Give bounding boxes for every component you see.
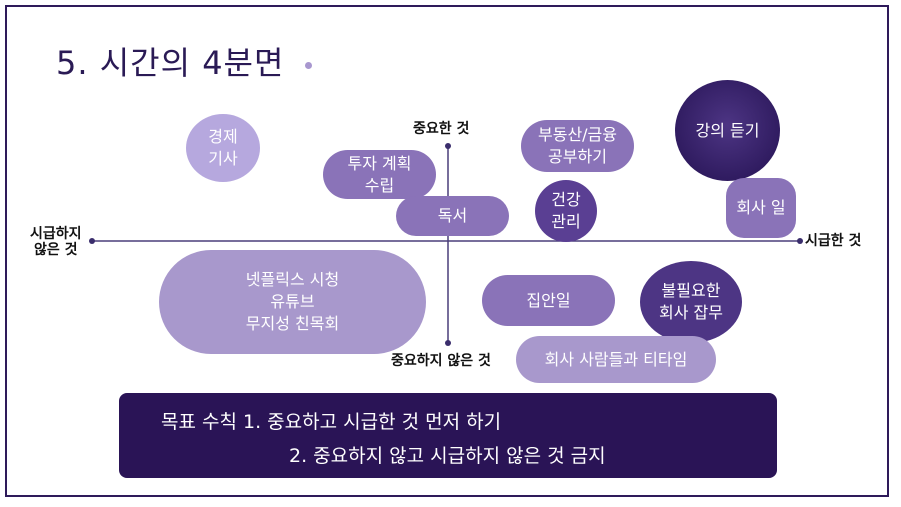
item-health-care: 건강 관리 [535, 180, 597, 242]
goal-line-1: 목표 수칙 1. 중요하고 시급한 것 먼저 하기 [161, 411, 502, 433]
item-teatime: 회사 사람들과 티타임 [516, 336, 716, 383]
slide-border [5, 5, 889, 497]
axis-label-urgent: 시급한 것 [805, 233, 862, 249]
slide-title: 5. 시간의 4분면 [56, 44, 285, 82]
item-reading: 독서 [396, 196, 509, 236]
axis-end-left [89, 238, 95, 244]
axis-label-important: 중요한 것 [413, 121, 470, 137]
item-company-work: 회사 일 [726, 178, 796, 238]
item-real-estate-study: 부동산/금융 공부하기 [521, 120, 634, 172]
axis-label-not-urgent: 시급하지 않은 것 [30, 226, 82, 258]
item-lecture: 강의 듣기 [675, 80, 780, 181]
axis-end-bottom [445, 340, 451, 346]
title-accent-dot [305, 62, 312, 69]
item-investment-plan: 투자 계획 수립 [323, 150, 436, 199]
goal-banner: 목표 수칙 1. 중요하고 시급한 것 먼저 하기 2. 중요하지 않고 시급하… [119, 393, 777, 478]
item-netflix-youtube: 넷플릭스 시청 유튜브 무지성 친목회 [159, 250, 426, 354]
axis-end-right [797, 238, 803, 244]
goal-line-2: 2. 중요하지 않고 시급하지 않은 것 금지 [289, 445, 606, 467]
item-chores: 집안일 [482, 275, 615, 326]
item-economy-news: 경제 기사 [186, 114, 260, 182]
axis-label-not-important: 중요하지 않은 것 [391, 353, 491, 369]
axis-end-top [445, 143, 451, 149]
item-unneeded-tasks: 불필요한 회사 잡무 [640, 261, 742, 343]
